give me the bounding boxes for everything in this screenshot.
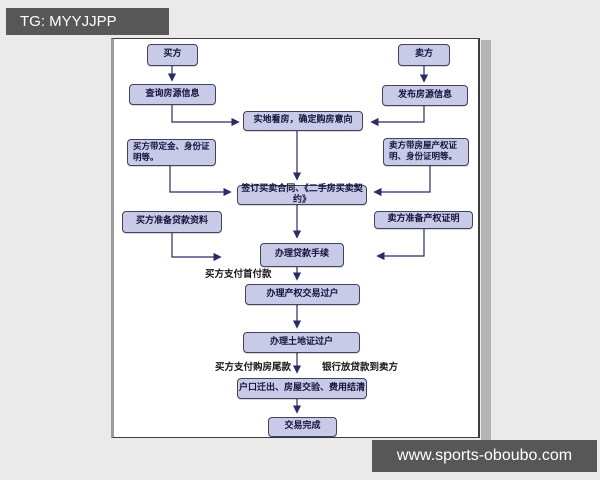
node-land-cert-transfer: 办理土地证过户 <box>243 332 360 353</box>
node-buyer-loan-docs: 买方准备贷款资料 <box>122 211 222 233</box>
node-query-listings: 查询房源信息 <box>129 84 216 105</box>
annotation-pay-down-payment: 买方支付首付款 <box>205 269 272 280</box>
node-sign-contract: 签订买卖合同、《二手房买卖契约》 <box>237 184 367 205</box>
node-ownership-transfer: 办理产权交易过户 <box>245 284 360 305</box>
node-publish-listings: 发布房源信息 <box>382 85 468 106</box>
node-buyer: 买方 <box>147 44 198 66</box>
annotation-bank-releases-loan: 银行放贷款到卖方 <box>322 362 399 373</box>
annotation-pay-final-payment: 买方支付购房尾款 <box>215 362 292 373</box>
node-seller: 卖方 <box>398 44 450 66</box>
node-seller-ownership-proof: 卖方准备产权证明 <box>374 211 473 229</box>
site-watermark-label: www.sports-oboubo.com <box>372 440 597 472</box>
node-handover-settlement: 户口迁出、房屋交验、费用结清 <box>237 378 367 399</box>
node-seller-papers: 卖方带房屋产权证明、身份证明等。 <box>383 138 469 166</box>
node-buyer-deposit: 买方带定金、身份证明等。 <box>127 139 216 166</box>
panel-shadow <box>481 40 491 440</box>
node-loan-procedure: 办理贷款手续 <box>260 243 344 267</box>
tg-watermark-label: TG: MYYJJPP <box>6 8 169 35</box>
node-site-visit: 实地看房，确定购房意向 <box>243 111 363 131</box>
node-deal-complete: 交易完成 <box>268 417 337 437</box>
